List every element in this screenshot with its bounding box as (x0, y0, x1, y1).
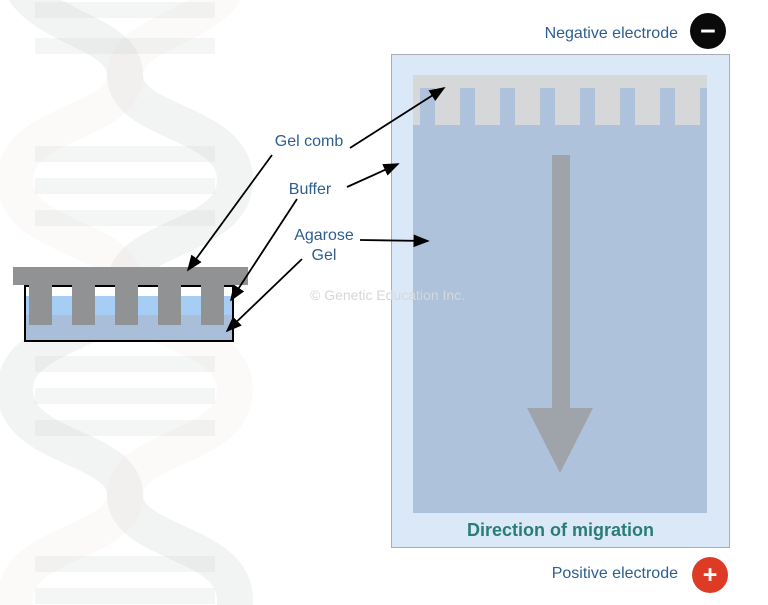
comb-tooth (29, 285, 52, 325)
agarose-gel-label: Agarose Gel (294, 226, 354, 266)
comb-tooth (475, 88, 500, 125)
agarose-gel-label-line2: Gel (311, 247, 337, 264)
negative-electrode-label: Negative electrode (544, 25, 678, 42)
minus-icon: − (700, 15, 716, 46)
comb-tooth (72, 285, 95, 325)
plus-icon: + (702, 560, 718, 589)
comb-tooth (635, 88, 660, 125)
migration-label: Direction of migration (466, 520, 654, 540)
positive-electrode-label: Positive electrode (551, 565, 678, 582)
comb-tooth (555, 88, 580, 125)
agarose-gel-slab (413, 75, 707, 513)
comb-tooth (675, 88, 700, 125)
left-comb-bar (13, 267, 248, 285)
electrophoresis-tank: Direction of migration (391, 54, 730, 548)
comb-tooth (115, 285, 138, 325)
dna-helix-watermark (0, 0, 254, 605)
positive-electrode-icon: + (692, 557, 728, 593)
gel-comb-bar (413, 75, 707, 88)
gel-comb-label: Gel comb (274, 133, 344, 150)
buffer-label: Buffer (288, 181, 332, 198)
agarose-gel-label-line1: Agarose (294, 227, 354, 244)
comb-tooth (515, 88, 540, 125)
migration-direction-arrow (527, 155, 593, 473)
comb-tooth (158, 285, 181, 325)
negative-electrode-icon: − (690, 13, 726, 49)
comb-tooth (595, 88, 620, 125)
comb-tooth (201, 285, 224, 325)
watermark-text: © Genetic Education Inc. (310, 287, 466, 303)
